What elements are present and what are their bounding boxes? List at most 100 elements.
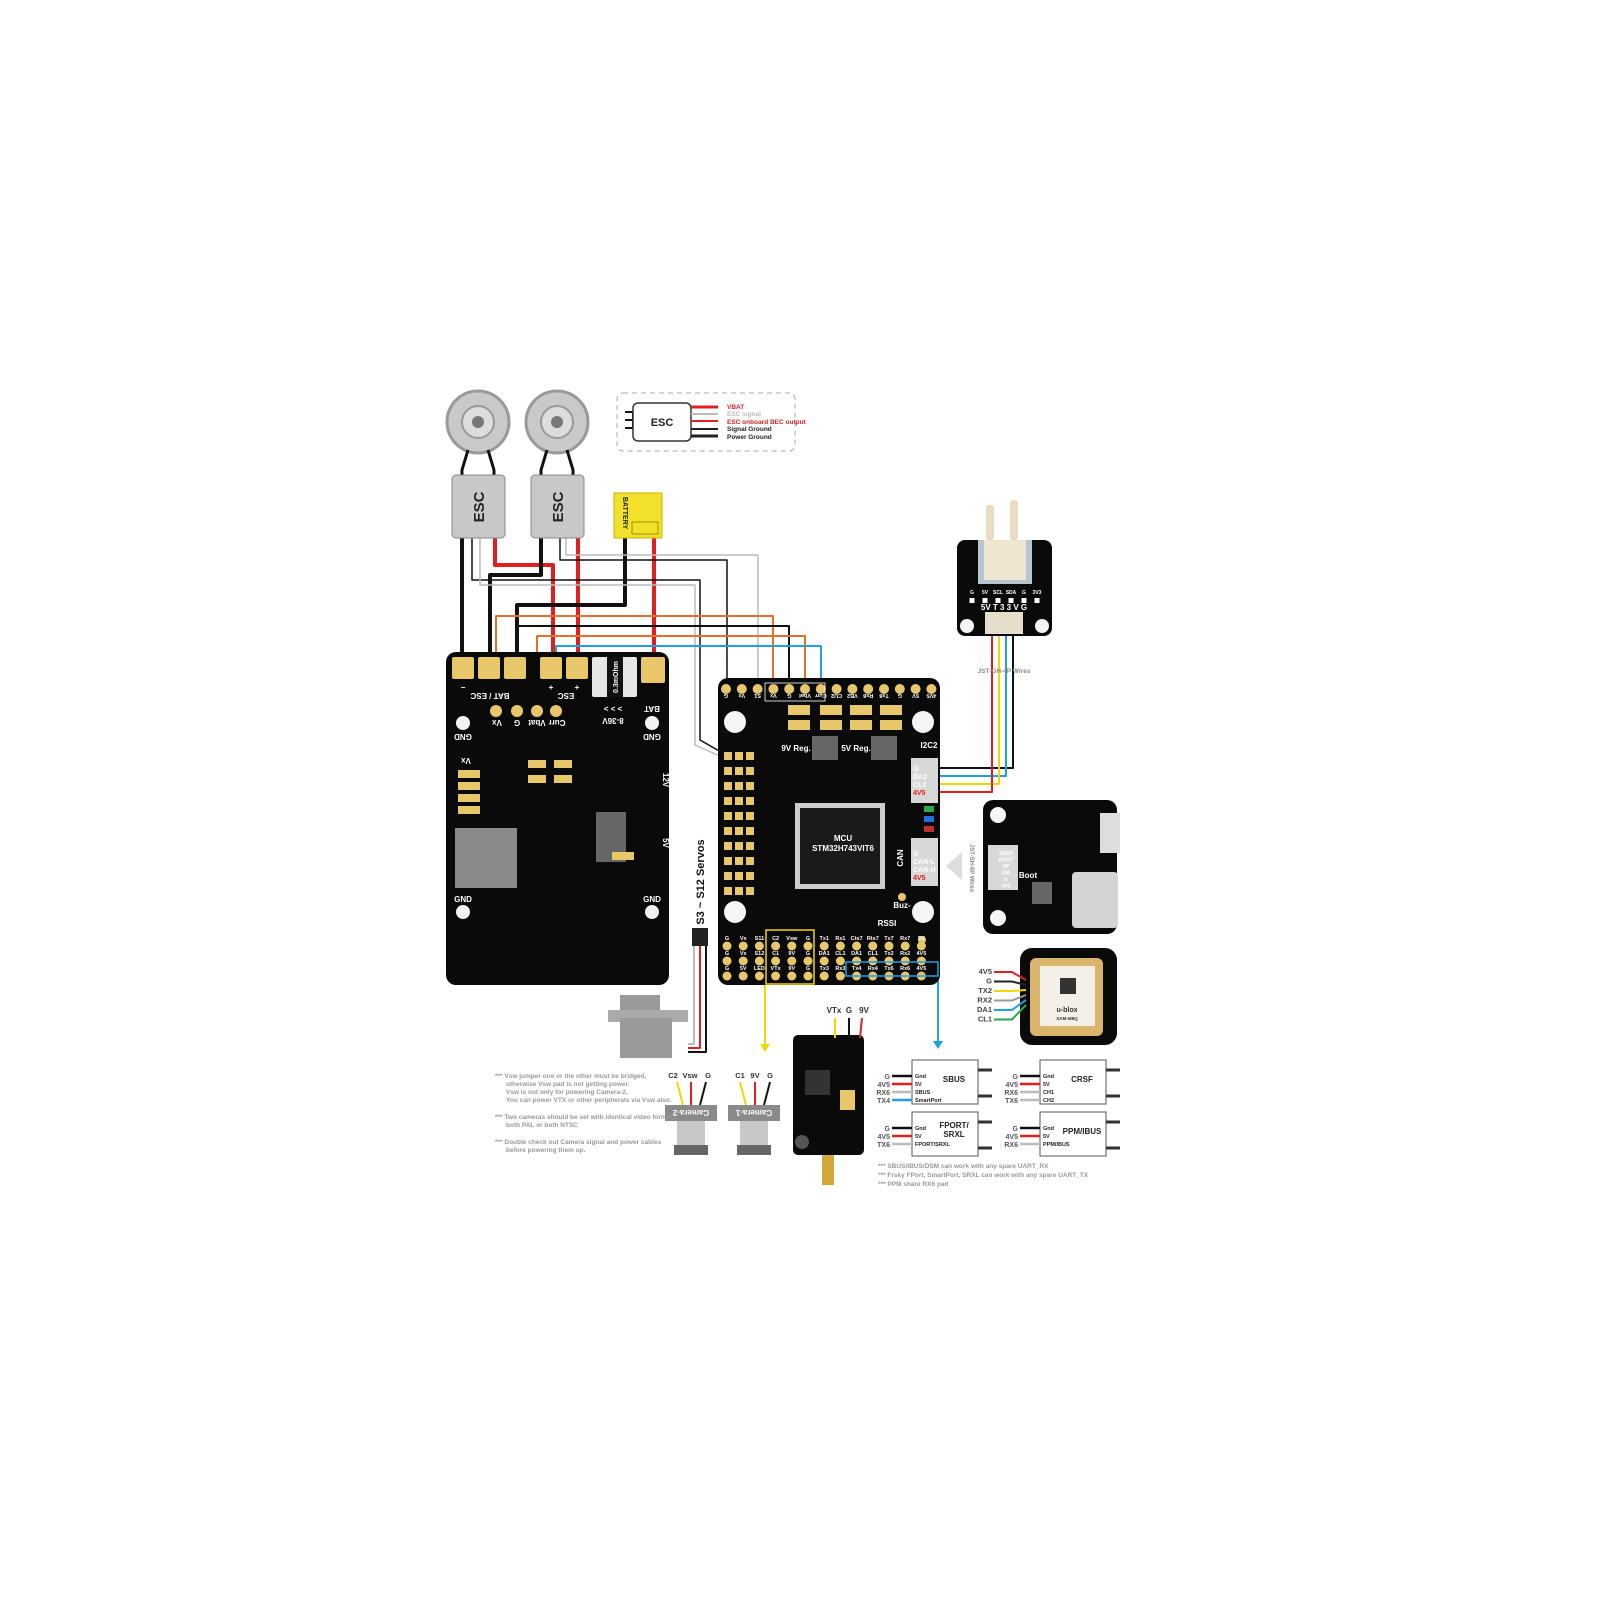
wire-i2c-cl — [930, 630, 1000, 785]
receiver-title: SBUS — [943, 1075, 966, 1084]
footnote-line: *** SBUS/IBUS/DSM can work with any spar… — [878, 1163, 1049, 1170]
pdb-plus-1: + — [549, 683, 554, 692]
receiver-footnotes: *** SBUS/IBUS/DSM can work with any spar… — [878, 1163, 1089, 1188]
fc-pad-label: G — [724, 692, 728, 698]
vtx-pin-g: G — [846, 1006, 852, 1015]
receiver-wire-label: 4V5 — [878, 1082, 891, 1089]
fc-pad — [754, 971, 764, 981]
servo-pad — [735, 767, 743, 775]
fc-pad-label: Rx8 — [863, 692, 873, 698]
airspeed-pin — [969, 598, 975, 603]
expansion-pin-label: BEEP — [999, 851, 1013, 857]
airspeed-wire-label: JST-GH-4P Wires — [978, 668, 1031, 675]
expansion-arrow-icon — [946, 852, 962, 880]
servo-pad — [735, 872, 743, 880]
gps-chip: SAM-M8Q — [1056, 1016, 1078, 1021]
expansion-boot-label: Boot — [1019, 871, 1038, 880]
fc-pad-label: Rx3 — [835, 966, 845, 972]
receiver-pin-label: 5V — [1043, 1134, 1050, 1140]
airspeed-pin-label: 5V — [982, 590, 989, 596]
receiver-title: PPM/IBUS — [1063, 1127, 1102, 1136]
receiver-wire-label: G — [1013, 1126, 1019, 1133]
esc-1: ESC — [451, 474, 506, 539]
fc-pad — [868, 956, 878, 966]
camera-1-pin-c1: C1 — [735, 1071, 745, 1080]
fc-pad — [738, 956, 748, 966]
legend-bec-output: ESC onboard BEC output — [727, 419, 807, 426]
camera-notes: *** Vsw jumper one or the other must be … — [495, 1073, 675, 1154]
pdb-label-bat-esc: BAT / ESC — [470, 691, 509, 700]
fc-pad — [819, 956, 829, 966]
receiver-pin-label: CH2 — [1043, 1098, 1054, 1104]
servo-pad — [746, 842, 754, 850]
legend-vbat: VBAT — [727, 404, 744, 411]
airspeed-pin — [995, 598, 1001, 603]
receiver-pin-label: Gnd — [1043, 1074, 1054, 1080]
airspeed-pin — [1008, 598, 1014, 603]
receivers: SBUSGndG5V4V5SBUSRX6SmartPortTX4CRSFGndG… — [876, 1059, 1120, 1157]
fc-pad-label: 5V — [918, 936, 925, 942]
gps-wire-label: RX2 — [977, 996, 992, 1005]
fc-pad — [721, 684, 731, 694]
wire-servo — [688, 945, 701, 1049]
wire-i2c-g — [930, 630, 1014, 769]
servo-pad — [724, 827, 732, 835]
wire-esc1-vbat — [493, 538, 555, 660]
fc-pad-label: Rts7 — [867, 936, 879, 942]
fc-can-pin-canh: CAN-H — [913, 867, 936, 874]
fc-pad-label: Rx2 — [900, 951, 910, 957]
fc-pad — [835, 941, 845, 951]
fc-pad-label: Vx — [740, 951, 748, 957]
receiver-title: FPORT/ — [939, 1121, 969, 1130]
fc-pad — [900, 956, 910, 966]
fc-pad-label: Tx1 — [819, 936, 828, 942]
pdb-label-curr: Curr — [549, 718, 566, 727]
note-line: Vsw is not only for powering Camera-2, — [506, 1089, 628, 1096]
fc-pad — [803, 971, 813, 981]
wire-i2c-4v5 — [930, 630, 993, 793]
fc-mcu-label: MCU — [834, 834, 852, 843]
gps-wire — [994, 999, 1027, 1011]
fc-pad-label: C2 — [772, 936, 779, 942]
receiver-pin-label: CH1 — [1043, 1090, 1054, 1096]
fc-i2c-title: I2C2 — [921, 741, 938, 750]
fc-chip-label: STM32H743VIT6 — [812, 844, 874, 853]
fc-pad-label: Tx7 — [884, 936, 893, 942]
receiver-pin-label: 5V — [915, 1134, 922, 1140]
battery-connector: BATTERY — [613, 492, 663, 539]
fc-i2c-pin-4v5: 4V5 — [913, 790, 926, 797]
receiver-title: SRXL — [943, 1130, 964, 1139]
expansion-pin-label: DP — [1003, 864, 1011, 870]
servo-pad — [746, 887, 754, 895]
fc-pad-label: VB2 — [847, 692, 858, 698]
wire-esc2-ground — [488, 538, 543, 660]
fc-pad — [722, 956, 732, 966]
receiver-wire-label: G — [885, 1074, 891, 1081]
receiver-title: CRSF — [1071, 1075, 1093, 1084]
fc-pad — [771, 941, 781, 951]
camera-2-pin-vsw: Vsw — [682, 1071, 697, 1080]
fc-pad-label: G — [806, 936, 810, 942]
fc-pad — [738, 971, 748, 981]
servo-pad — [724, 797, 732, 805]
servo-pad — [724, 767, 732, 775]
fc-pad — [784, 684, 795, 694]
battery-label: BATTERY — [621, 497, 628, 530]
receiver-pin-label: PPM/IBUS — [1043, 1142, 1070, 1148]
fc-pad-label: Vx — [737, 692, 745, 698]
fc-pad — [736, 684, 747, 694]
fc-pad — [831, 684, 842, 694]
motor-2 — [524, 389, 590, 478]
receiver-wire-label: 4V5 — [1006, 1134, 1019, 1141]
note-line: *** Double check out Camera signal and p… — [495, 1139, 662, 1146]
servo-pad — [746, 782, 754, 790]
pdb-label-g: G — [514, 718, 520, 727]
fc-pad-label: C1 — [772, 951, 779, 957]
pdb-plus-2: + — [575, 683, 580, 692]
esc-legend: ESC VBAT ESC signal ESC onboard BEC outp… — [616, 392, 807, 452]
receiver-pin-label: Gnd — [915, 1126, 926, 1132]
